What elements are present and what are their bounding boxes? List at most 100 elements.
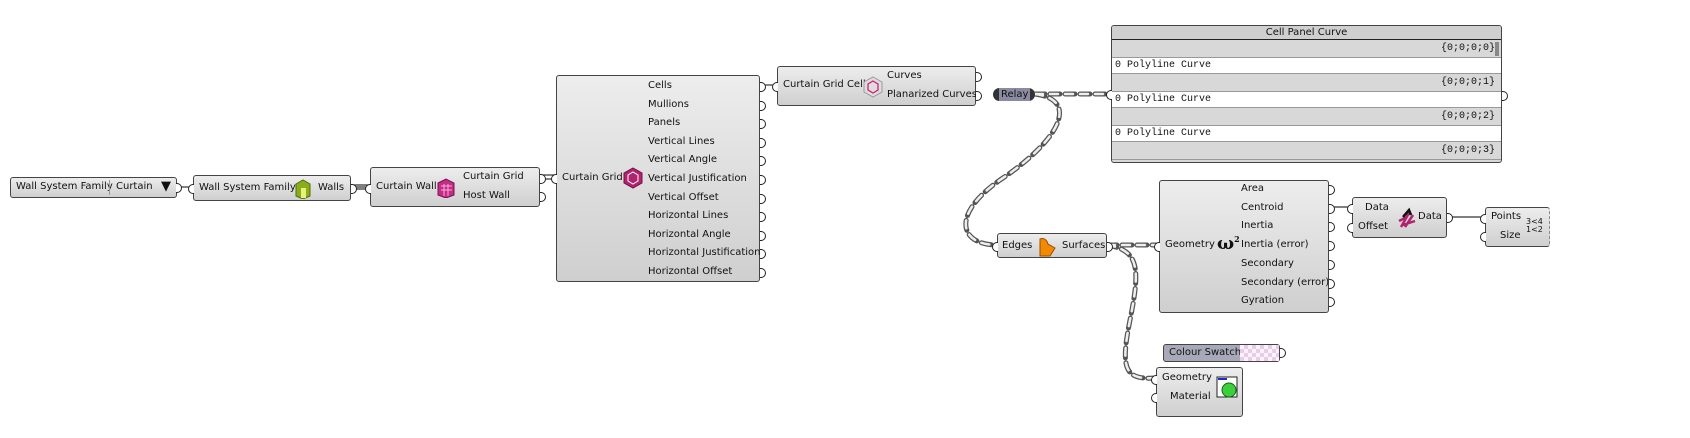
output-label: Horizontal Offset [648,266,733,277]
value-list-label: Wall System Family [16,181,113,192]
input-port-size[interactable] [1480,232,1486,242]
component-custom-preview[interactable]: Geometry Material [1151,367,1243,417]
input-port[interactable] [188,184,194,194]
shift-list-icon [1398,207,1416,228]
output-port[interactable] [760,100,766,111]
input-label: Edges [1002,240,1033,251]
output-label: Horizontal Justification [648,247,761,259]
component-curtain-grid-cell[interactable]: Curtain Grid Cell Curves Planarized Curv… [772,66,982,106]
output-port[interactable] [760,175,766,185]
boundary-surface-icon [1039,238,1056,257]
output-port[interactable] [1447,213,1453,223]
panel-scrollbar[interactable] [1495,42,1499,56]
input-port[interactable] [1154,242,1160,252]
component-input-label: Curtain Grid [562,172,623,183]
panel-branch-path: {0;0;0;2} [1112,108,1501,126]
panel-title: Cell Panel Curve [1112,26,1501,40]
input-port[interactable] [992,242,998,252]
component-curtain-wall[interactable]: Curtain Wall Curtain Grid Host Wall [365,167,546,207]
output-port[interactable] [540,174,546,184]
input-port[interactable] [365,184,371,194]
output-port[interactable] [176,183,182,193]
output-label: Vertical Justification [648,173,747,184]
output-label: Secondary [1241,257,1294,269]
panel-input-port[interactable] [1106,90,1112,100]
input-label: Geometry [1165,239,1215,250]
curtain-grid-icon [623,167,643,189]
curtain-wall-icon [437,178,455,198]
output-label: Vertical Lines [648,135,715,147]
input-port-material[interactable] [1151,393,1157,403]
output-label: Planarized Curves [887,89,977,100]
output-label: Host Wall [463,190,510,201]
input-label: Points [1491,211,1522,222]
output-port[interactable] [540,192,546,202]
output-label: Data [1418,211,1442,222]
component-input-label: Curtain Grid Cell [783,79,866,90]
output-label: Centroid [1241,201,1284,213]
output-label: Horizontal Angle [648,228,731,240]
output-port[interactable] [1329,278,1335,289]
output-label: Inertia [1241,220,1274,232]
relay-label: Relay [999,88,1031,101]
value-list-selected[interactable]: Curtain [116,181,153,192]
input-port-data[interactable] [1347,204,1353,214]
output-port[interactable] [760,230,766,241]
output-port[interactable] [1329,259,1335,270]
output-label: Secondary (error) [1241,276,1330,288]
value-list-wall-system-family[interactable]: Wall System Family Curtain ▼ [10,177,182,198]
output-label: Inertia (error) [1241,239,1309,251]
dropdown-arrow-icon[interactable]: ▼ [161,179,171,194]
output-label: Cells [648,80,672,91]
input-port[interactable] [551,174,557,184]
output-port[interactable] [1280,348,1286,358]
output-port[interactable] [976,72,982,82]
output-label: Horizontal Lines [648,210,729,222]
input-port-offset[interactable] [1347,223,1353,233]
component-wall-system-family[interactable]: Wall System Family Walls [188,175,357,201]
output-label: Panels [648,117,681,129]
component-boundary-surfaces[interactable]: Edges Surfaces [992,233,1113,258]
output-port[interactable] [760,268,766,278]
output-label: Gyration [1241,295,1285,307]
component-input-label: Wall System Family [199,182,296,193]
input-label: Data [1365,202,1389,213]
preview-icon [1216,376,1238,398]
output-port[interactable] [1107,242,1113,252]
output-port[interactable] [760,137,766,148]
output-port[interactable] [976,91,982,101]
input-port-geometry[interactable] [1151,375,1157,385]
output-label: Surfaces [1062,240,1106,251]
output-label: Curtain Grid [463,171,524,182]
panel-item: 0 Polyline Curve [1112,126,1501,142]
relay[interactable]: Relay [993,88,1035,101]
input-label: Material [1170,391,1211,402]
area-moments-icon: ω2 [1217,233,1240,254]
output-label: Curves [887,70,922,81]
output-port[interactable] [1329,203,1335,214]
colour-swatch-color[interactable] [1240,345,1279,361]
curtain-grid-cell-icon [863,76,883,98]
output-port[interactable] [1329,185,1335,195]
wall-icon [295,179,311,199]
component-input-label: Curtain Wall [376,181,437,192]
panel-item: 0 Polyline Curve [1112,92,1501,108]
output-port[interactable] [760,82,766,92]
output-label: Vertical Offset [648,191,719,203]
panel-cell-panel-curve[interactable]: Cell Panel Curve {0;0;0;0} 0 Polyline Cur… [1111,25,1502,163]
output-label: Vertical Angle [648,154,718,166]
panel-branch-path: {0;0;0;0} [1112,40,1501,58]
input-port-points[interactable] [1480,214,1486,224]
input-label: Size [1500,230,1521,241]
panel-branch-path: {0;0;0;1} [1112,74,1501,92]
panel-output-port[interactable] [1502,91,1508,101]
output-port[interactable] [760,193,766,204]
input-port[interactable] [772,82,778,92]
output-port[interactable] [351,184,357,194]
colour-swatch[interactable]: Colour Swatch [1163,344,1286,362]
component-shift-list[interactable]: Data Offset Data [1347,197,1453,238]
